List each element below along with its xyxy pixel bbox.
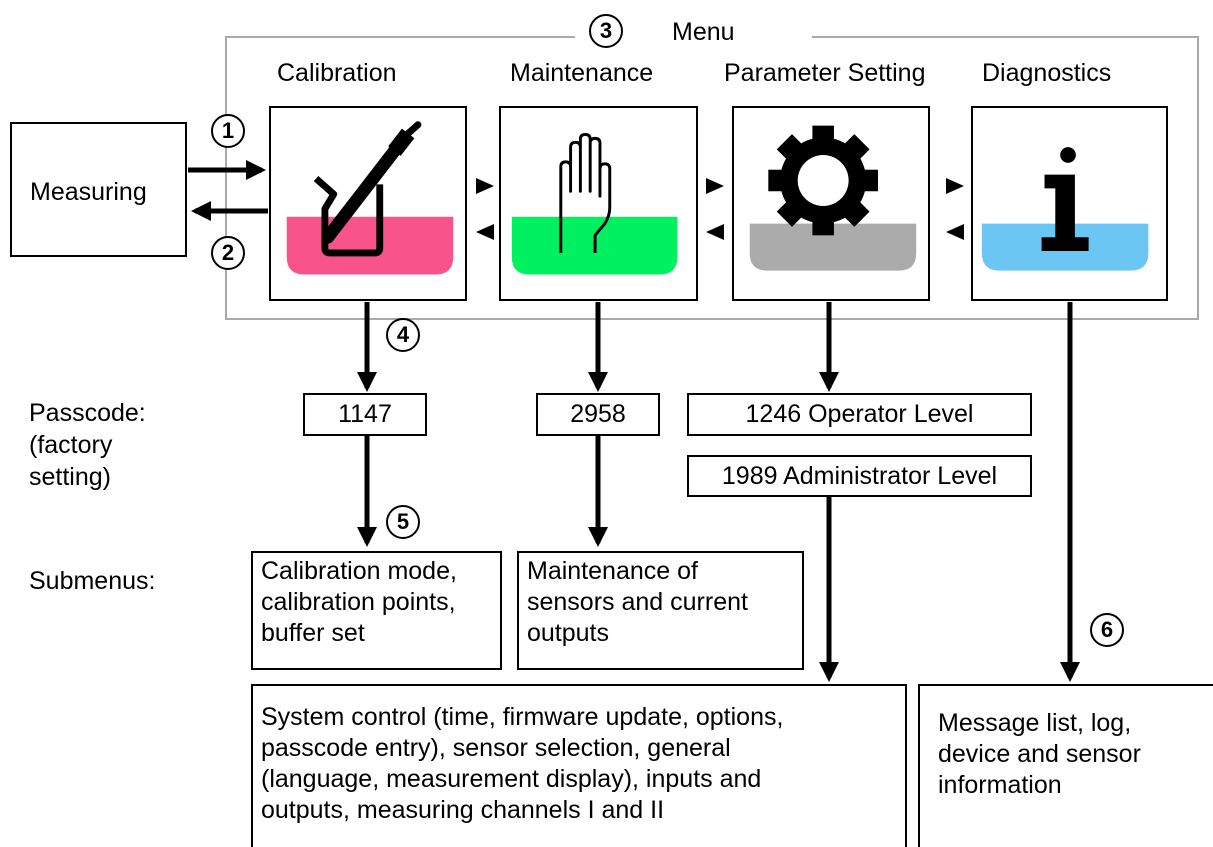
nav-right-arrow-2	[706, 178, 724, 194]
nav-left-arrow-3	[946, 224, 964, 240]
menu-label-maintenance: Maintenance	[510, 59, 654, 87]
passcode-calibration: 1147	[303, 393, 427, 436]
marker-passcode: 4	[386, 318, 420, 352]
submenus-label: Submenus:	[29, 567, 156, 595]
pen-beaker-icon	[286, 121, 454, 275]
parameter-color-band	[749, 223, 917, 271]
nav-left-arrow-2	[706, 224, 724, 240]
submenu-calibration: Calibration mode, calibration points, bu…	[251, 551, 502, 670]
marker-enter: 1	[211, 114, 245, 148]
menu-label-parameter-setting: Parameter Setting	[724, 59, 926, 87]
nav-left-arrow-1	[476, 224, 494, 240]
passcode-maintenance: 2958	[536, 393, 660, 436]
menu-title: Menu	[672, 18, 735, 46]
nav-right-arrow-3	[946, 178, 964, 194]
diagnostics-tile[interactable]	[971, 106, 1168, 301]
marker-diagnostics: 6	[1090, 613, 1124, 647]
passcode-label: Passcode: (factory setting)	[29, 399, 146, 491]
measuring-box[interactable]	[10, 122, 187, 257]
measuring-label: Measuring	[30, 178, 147, 206]
nav-right-arrow-1	[476, 178, 494, 194]
submenu-parameter-setting: System control (time, firmware update, o…	[251, 684, 907, 847]
menu-label-calibration: Calibration	[277, 59, 397, 87]
passcode-operator-level: 1246 Operator Level	[687, 393, 1032, 436]
parameter-setting-tile[interactable]	[732, 106, 930, 301]
info-icon	[981, 147, 1149, 271]
passcode-administrator-level: 1989 Administrator Level	[687, 455, 1032, 497]
calibration-tile[interactable]	[269, 106, 467, 301]
marker-menu: 3	[589, 14, 623, 48]
gear-icon	[749, 125, 917, 271]
hand-icon	[511, 132, 678, 275]
marker-exit: 2	[211, 236, 245, 270]
marker-submenus: 5	[386, 505, 420, 539]
submenu-diagnostics: Message list, log, device and sensor inf…	[918, 684, 1213, 847]
menu-label-diagnostics: Diagnostics	[982, 59, 1112, 87]
submenu-maintenance: Maintenance of sensors and current outpu…	[517, 551, 804, 670]
maintenance-tile[interactable]	[499, 106, 698, 301]
